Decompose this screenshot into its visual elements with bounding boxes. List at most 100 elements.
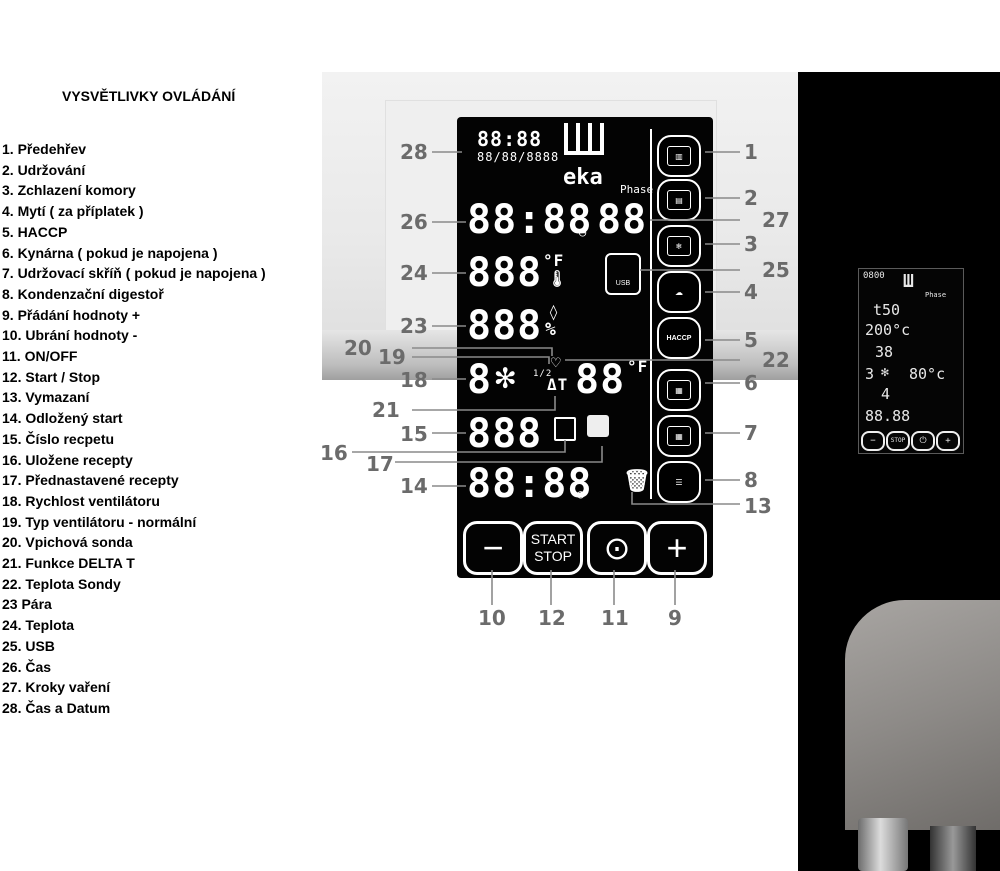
- legend-item: 24. Teplota: [2, 617, 75, 634]
- callout-23: 23: [400, 314, 428, 338]
- steam-readout: 888: [467, 303, 543, 349]
- callout-10: 10: [478, 606, 506, 630]
- brand: eka: [563, 165, 603, 190]
- callout-6: 6: [744, 371, 758, 395]
- legend-item: 3. Zchlazení komory: [2, 182, 136, 199]
- callout-24: 24: [400, 261, 428, 285]
- legend-item: 4. Mytí ( za příplatek ): [2, 203, 144, 220]
- datetime-time: 88:88: [477, 127, 543, 151]
- probe-unit: °F: [627, 357, 649, 376]
- oven-foot: [858, 818, 908, 871]
- callout-17: 17: [366, 452, 394, 476]
- callout-5: 5: [744, 328, 758, 352]
- fan-icon: ✻: [495, 357, 517, 397]
- eka-logo-icon: [564, 123, 604, 155]
- legend-item: 6. Kynárna ( pokud je napojena ): [2, 244, 218, 261]
- mini-line: 38: [875, 343, 894, 361]
- haccp-label: HACCP: [666, 334, 692, 342]
- mini-logo: Ш: [903, 271, 914, 292]
- legend-item: 23 Pára: [2, 596, 52, 613]
- start-stop-button[interactable]: START STOP: [523, 521, 583, 575]
- callout-8: 8: [744, 468, 758, 492]
- snowflake-icon: ❄: [667, 236, 691, 256]
- probe-temp-readout: 88: [575, 357, 626, 403]
- legend-item: 10. Ubrání hodnoty -: [2, 327, 138, 344]
- legend-item: 25. USB: [2, 637, 55, 654]
- callout-20: 20: [344, 336, 372, 360]
- legend-item: 28. Čas a Datum: [2, 699, 111, 716]
- legend-item: 11. ON/OFF: [2, 348, 78, 365]
- mini-line: 0800: [863, 271, 885, 281]
- washing-icon: ☁: [675, 287, 683, 297]
- callout-4: 4: [744, 280, 758, 304]
- callout-1: 1: [744, 140, 758, 164]
- phase-label: Phase: [620, 183, 654, 196]
- fan-speed-readout: 8: [467, 357, 493, 403]
- legend-item: 17. Přednastavené recepty: [2, 472, 179, 489]
- time-readout: 88:88: [467, 197, 593, 243]
- legend-item: 20. Vpichová sonda: [2, 534, 133, 551]
- recipe-number-readout: 888: [467, 411, 543, 457]
- legend-item: 21. Funkce DELTA T: [2, 555, 135, 572]
- callout-16: 16: [320, 441, 348, 465]
- steam-unit: %: [545, 319, 557, 340]
- mini-power-button: ⏻: [911, 431, 935, 451]
- callout-13: 13: [744, 494, 772, 518]
- legend-item: 1. Předehřev: [2, 141, 87, 157]
- usb-icon: USB: [605, 253, 641, 295]
- mini-fan-icon: ✻: [881, 365, 889, 380]
- callout-3: 3: [744, 232, 758, 256]
- datetime-date: 88/88/8888: [477, 150, 560, 164]
- legend-item: 18. Rychlost ventilátoru: [2, 492, 160, 509]
- start-label: START: [530, 531, 576, 547]
- thermometer-icon: 🌡: [547, 269, 569, 288]
- callout-2: 2: [744, 186, 758, 210]
- legend-item: 15. Číslo recpetu: [2, 430, 115, 447]
- mini-line: 3: [865, 365, 875, 383]
- mini-line: t50: [873, 301, 901, 319]
- minus-button[interactable]: −: [463, 521, 523, 575]
- callout-15: 15: [400, 422, 428, 446]
- oven-mini-display: 0800 Ш Phase t50 200°c 38 3 ✻ 80°c 4 88.…: [858, 268, 964, 454]
- callout-25: 25: [762, 258, 790, 282]
- hold-icon: ▤: [667, 190, 691, 210]
- proofer-icon: ▦: [667, 380, 691, 400]
- legend-item: 5. HACCP: [2, 223, 68, 240]
- callout-14: 14: [400, 474, 428, 498]
- callout-22: 22: [762, 348, 790, 372]
- legend-item: 13. Vymazaní: [2, 389, 90, 406]
- chamber-cooling-button[interactable]: ❄: [657, 225, 701, 267]
- mini-phase: Phase: [925, 291, 947, 299]
- callout-27: 27: [762, 208, 790, 232]
- washing-button[interactable]: ☁: [657, 271, 701, 313]
- clock-icon: ◷: [579, 225, 588, 239]
- haccp-button[interactable]: HACCP: [657, 317, 701, 359]
- condensing-hood-button[interactable]: ☰: [657, 461, 701, 503]
- mini-line: 88.88: [865, 407, 911, 425]
- temperature-readout: 888: [467, 250, 543, 296]
- hold-button[interactable]: ▤: [657, 179, 701, 221]
- proofer-button[interactable]: ▦: [657, 369, 701, 411]
- delay-start-readout: 88:88: [467, 461, 593, 507]
- legend-item: 16. Uložene recepty: [2, 451, 133, 468]
- power-button[interactable]: ⊙: [587, 521, 647, 575]
- mini-line: 200°c: [865, 321, 911, 339]
- callout-11: 11: [601, 606, 629, 630]
- mini-line: 80°c: [909, 365, 946, 383]
- usb-label: USB: [615, 280, 631, 287]
- legend-item: 22. Teplota Sondy: [2, 575, 121, 592]
- trash-icon[interactable]: 🗑: [623, 469, 652, 494]
- preheat-icon: ▥: [667, 146, 691, 166]
- plus-button[interactable]: +: [647, 521, 707, 575]
- legend-item: 19. Typ ventilátoru - normální: [2, 513, 197, 530]
- callout-7: 7: [744, 421, 758, 445]
- holding-cabinet-button[interactable]: ▦: [657, 415, 701, 457]
- callout-28: 28: [400, 140, 428, 164]
- preheat-button[interactable]: ▥: [657, 135, 701, 177]
- hood-icon: ☰: [675, 477, 683, 487]
- legend-item: 27. Kroky vaření: [2, 679, 111, 696]
- divider-line: [650, 129, 652, 499]
- mini-plus-button: +: [936, 431, 960, 451]
- preset-recipe-icon: [587, 415, 609, 437]
- callout-12: 12: [538, 606, 566, 630]
